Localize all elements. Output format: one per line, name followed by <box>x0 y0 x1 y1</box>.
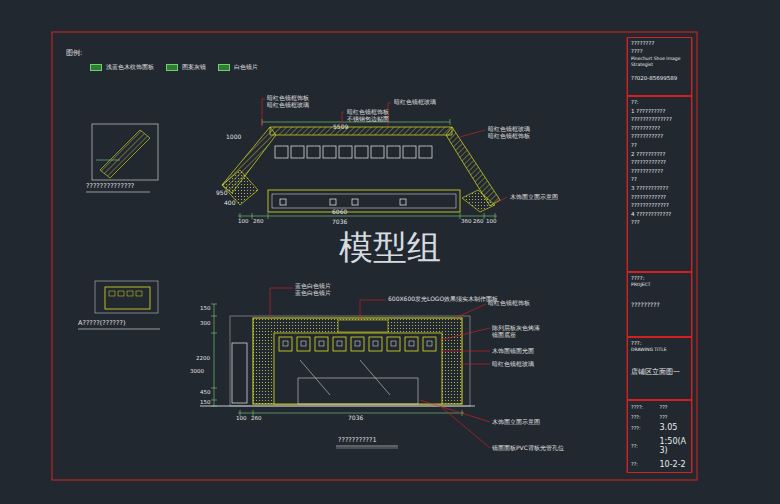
dimension: 5509 <box>333 124 348 131</box>
dimension: 950 <box>216 190 227 197</box>
material-note: 不锈钢包边贴面 <box>347 116 389 123</box>
title-block-text: ??? <box>631 219 688 226</box>
title-block-text: ???????????? <box>631 159 688 166</box>
dimension: 300 <box>200 320 211 326</box>
dimension: 360 <box>461 218 472 224</box>
title-block-text: ???????????? <box>631 194 688 201</box>
title-block-text: ??? <box>660 404 689 410</box>
material-note: 暗红色镜框饰板 <box>347 109 389 116</box>
title-block-text: 10-2-2 <box>660 460 689 470</box>
material-note: 暗红色镜框玻璃 <box>492 361 534 368</box>
title-block-text: 3 ??????????? <box>631 185 688 192</box>
material-note: 暗红色镜框饰板 <box>267 95 309 102</box>
material-note: 暗红色镜框玻璃 <box>488 126 530 133</box>
dimension: 400 <box>224 200 235 207</box>
dimension: 7036 <box>332 219 347 226</box>
dimension: 100 <box>486 218 497 224</box>
title-block-text: 1:50(A3) <box>660 437 689 456</box>
title-block-text: ????????? <box>631 301 688 308</box>
title-block-cell: ???:DRAWING TITLE 店铺区立面图一 <box>627 337 692 400</box>
title-block-text: PROJECT <box>631 282 688 287</box>
dimension: 260 <box>473 218 484 224</box>
title-block-text: 3.05 <box>660 423 689 433</box>
dimension: 2200 <box>196 355 210 361</box>
title-block-cell: ????:??????:??????:3.05??:1:50(A3)??:10-… <box>627 400 692 473</box>
dimension: 6060 <box>332 209 347 216</box>
title-block-text: ???: <box>631 425 660 431</box>
title-block-text: ??: <box>631 443 660 449</box>
material-note: 木饰面立面示意图 <box>492 419 540 426</box>
title-block-text: ??: <box>631 99 688 106</box>
dimension: 260 <box>251 415 262 421</box>
title-block-text: DRAWING TITLE <box>631 347 688 352</box>
legend-text: 图案灰镜 <box>182 63 206 72</box>
material-note: 暗红色镜框饰板 <box>488 300 530 307</box>
title-block-text: 店铺区立面图一 <box>631 368 688 376</box>
title-block-text: 1 ?????????? <box>631 108 688 115</box>
title-block-text: ??????????? <box>631 133 688 140</box>
dimension: 100 <box>238 218 249 224</box>
dimension: 450 <box>200 389 211 395</box>
material-note: 木饰面立面示意图 <box>510 194 558 201</box>
legend-swatch <box>90 64 102 71</box>
title-block-text: ????: <box>631 404 660 410</box>
dimension: 260 <box>253 218 264 224</box>
material-note: 陈列层板灰色烤漆 <box>492 325 540 332</box>
title-block-text: ??020-85699589 <box>631 75 688 82</box>
view-caption: ?????????????? <box>86 183 134 190</box>
material-note: 蓝色白色镜片 <box>295 290 331 297</box>
watermark: 模型组 <box>339 229 441 266</box>
legend-text: 白色镜片 <box>234 63 258 72</box>
title-block-text: ???? <box>631 48 688 55</box>
dimension: 1000 <box>226 134 241 141</box>
view-caption: A?????(??????) <box>78 320 125 327</box>
title-block-text: ??????????? <box>631 168 688 175</box>
material-note: 镜面底座 <box>492 332 516 339</box>
title-block-text: ?????????????? <box>631 116 688 123</box>
material-note: 600X600发光LOGO效果须实木制作面板 <box>388 296 498 303</box>
title-block-cell: ????:PROJECT????????? <box>627 272 692 337</box>
title-block-text: Pinechurt Shoe Image Strategist <box>631 56 688 67</box>
material-note: 镜面面板PVC背板光管孔位 <box>492 445 564 452</box>
material-note: 暗红色镜框玻璃 <box>267 102 309 109</box>
title-block-text: ??: <box>631 461 660 467</box>
title-block-cell: ??: 1 ???????????????????????????????????… <box>627 96 692 272</box>
legend-heading: 图例: <box>66 50 82 58</box>
material-note: 暗红色镜框饰板 <box>488 133 530 140</box>
view-caption: ??????????1 <box>338 437 377 444</box>
legend-swatch <box>166 64 178 71</box>
title-block-cell: ????????????Pinechurt Shoe Image Strateg… <box>627 37 692 96</box>
title-block-text: ?? <box>631 142 688 149</box>
dimension: 3000 <box>190 368 204 374</box>
material-note: 木饰面镜面光面 <box>492 348 534 355</box>
title-block-text: ???????? <box>631 40 688 47</box>
title-block-text: ????????????? <box>631 202 688 209</box>
title-block-text: ??? <box>660 414 689 420</box>
material-note: 暗红色镜框玻璃 <box>394 99 436 106</box>
material-note: 蓝色白色镜片 <box>295 283 331 290</box>
title-block-text: ???: <box>631 414 660 420</box>
legend-swatch <box>218 64 230 71</box>
dimension: 150 <box>200 305 211 311</box>
dimension: 100 <box>236 415 247 421</box>
title-block-text: ????: <box>631 275 688 282</box>
dimension: 150 <box>200 399 211 405</box>
legend: 浅蓝色木纹饰面板 图案灰镜 白色镜片 <box>90 63 266 72</box>
legend-text: 浅蓝色木纹饰面板 <box>106 63 154 72</box>
title-block-text: ?? <box>631 176 688 183</box>
title-block-text: 2 ?????????? <box>631 151 688 158</box>
title-block-text: ???: <box>631 340 688 347</box>
title-block-text: ?????????? <box>631 125 688 132</box>
title-block-text: 4 ???????????? <box>631 211 688 218</box>
dimension: 7036 <box>348 415 363 422</box>
